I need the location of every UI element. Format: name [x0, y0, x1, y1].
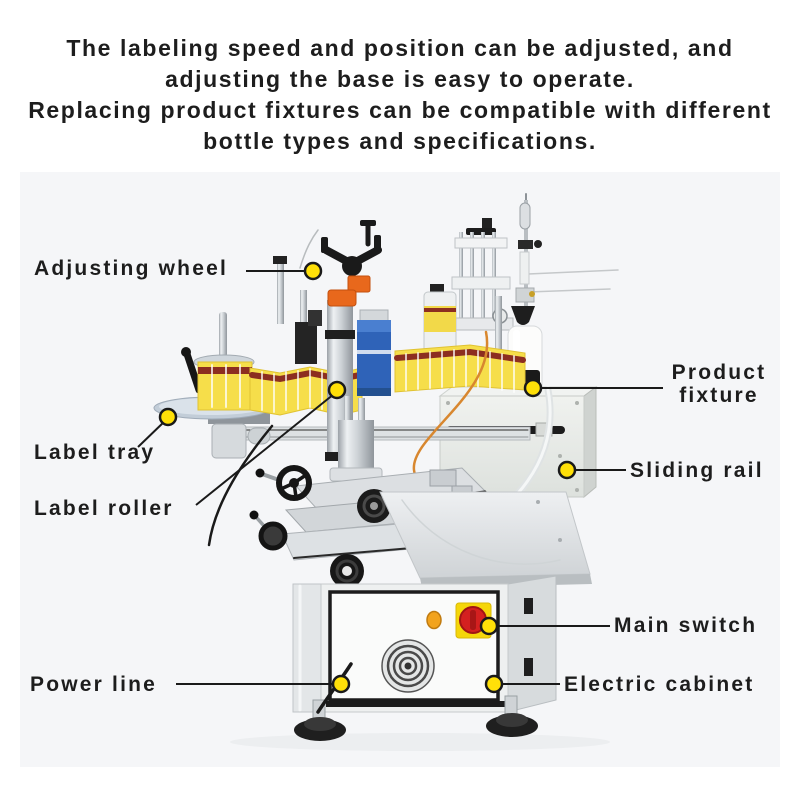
label-roll-left: [193, 312, 255, 411]
callout-label-sliding-rail: Sliding rail: [630, 459, 764, 482]
callout-dot-sliding-rail: [557, 460, 577, 480]
power-cable-upper: [207, 424, 274, 547]
callout-dot-main-switch: [479, 616, 499, 636]
headline: The labeling speed and position can be a…: [0, 33, 800, 157]
callout-dots: [158, 261, 577, 694]
fan-grille: [381, 639, 435, 693]
adjusting-wheel-knob: [321, 220, 382, 307]
machine: [153, 193, 619, 741]
headline-line-2: adjusting the base is easy to operate.: [165, 66, 635, 92]
callout-line-label-roller: [195, 393, 335, 506]
label-strip-band-right: [394, 344, 526, 393]
callout-label-label-tray: Label tray: [34, 441, 156, 464]
callout-label-product-fixture: Product fixture: [671, 361, 767, 407]
headline-line-1: The labeling speed and position can be a…: [66, 35, 734, 61]
callout-lines: [137, 270, 663, 685]
conveyor-beam: [229, 426, 531, 441]
headline-line-3: Replacing product fixtures can be compat…: [28, 97, 772, 123]
pilot-lamp: [426, 610, 442, 630]
callout-dot-product-fixture: [523, 378, 543, 398]
sensor-blocks: [273, 229, 322, 364]
machine-feet: [294, 695, 538, 741]
floor-shadow: [230, 733, 610, 751]
gantry-frame: [448, 218, 514, 331]
callout-label-label-roller: Label roller: [34, 497, 174, 520]
handwheels: [249, 465, 364, 595]
callout-label-adjusting-wheel: Adjusting wheel: [34, 257, 229, 280]
callout-label-main-switch: Main switch: [614, 614, 758, 637]
callout-dot-label-tray: [158, 407, 178, 427]
blue-cylinder: [357, 309, 391, 396]
guide-wires: [527, 269, 619, 293]
callout-dot-label-roller: [327, 380, 347, 400]
callout-label-power-line: Power line: [30, 673, 158, 696]
callout-dot-electric-cabinet: [484, 674, 504, 694]
clamp-lever: [181, 347, 203, 394]
callout-dot-adjusting-wheel: [303, 261, 323, 281]
headline-line-4: bottle types and specifications.: [203, 128, 597, 154]
canister: [423, 284, 457, 355]
tabletop: [379, 491, 592, 588]
callout-dot-power-line: [331, 674, 351, 694]
callout-line-label-tray: [137, 419, 167, 448]
callout-label-electric-cabinet: Electric cabinet: [564, 673, 755, 696]
